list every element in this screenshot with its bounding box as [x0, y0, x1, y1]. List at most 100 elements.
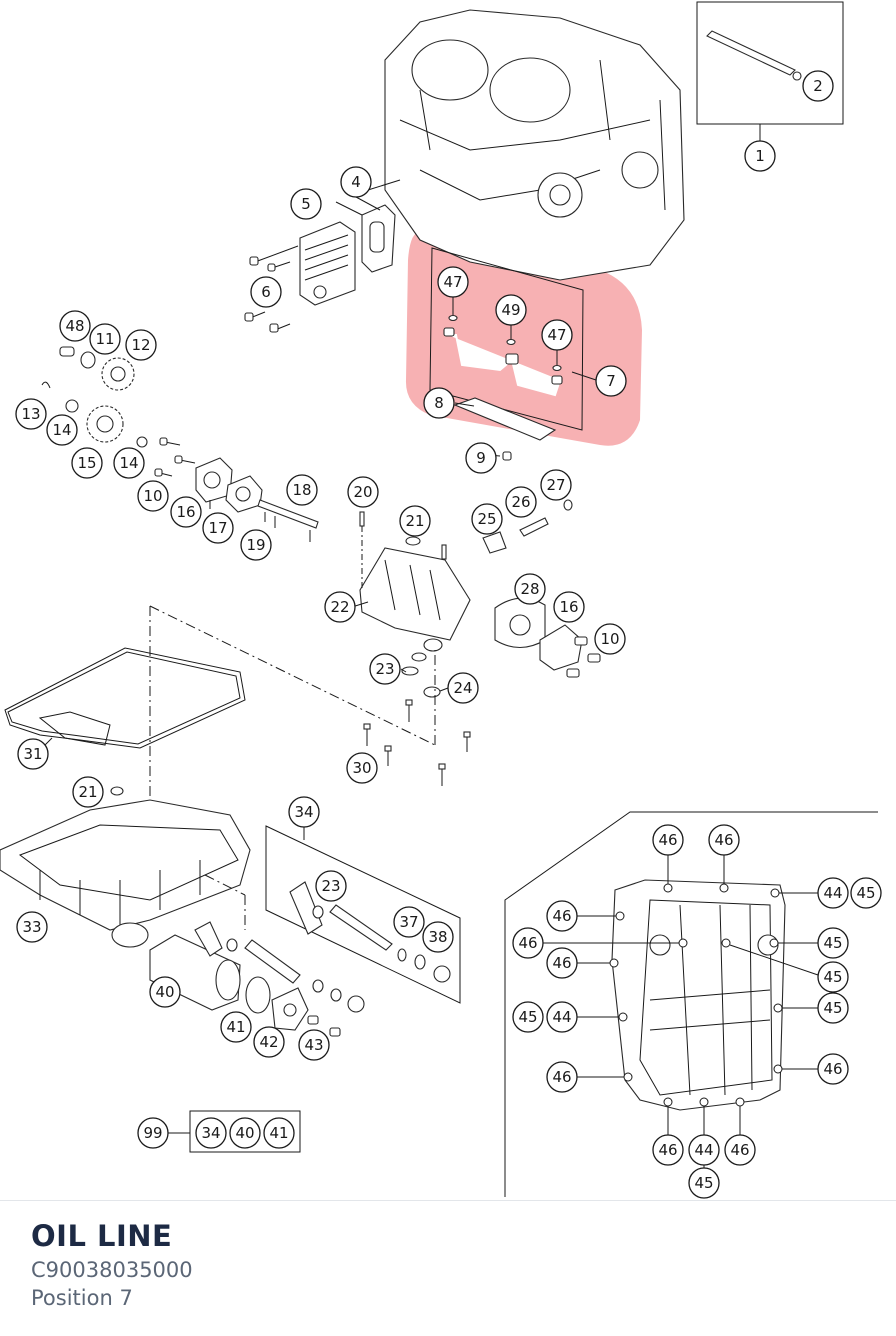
- kit-callout-34[interactable]: 34: [195, 1117, 227, 1149]
- callout-14-left-label: 14: [52, 421, 71, 439]
- detail-callout-46-d[interactable]: 46: [512, 927, 544, 959]
- callout-21-top-label: 21: [405, 512, 424, 530]
- callout-28-label: 28: [520, 580, 539, 598]
- callout-31-label: 31: [23, 745, 42, 763]
- detail-callout-46-e-label: 46: [552, 954, 571, 972]
- callout-2[interactable]: 2: [802, 70, 834, 102]
- callout-6[interactable]: 6: [250, 276, 282, 308]
- callout-21-top[interactable]: 21: [399, 505, 431, 537]
- callout-22[interactable]: 22: [324, 591, 356, 623]
- callout-14-right[interactable]: 14: [113, 447, 145, 479]
- detail-callout-44-b[interactable]: 44: [546, 1001, 578, 1033]
- oil-line-assembly[interactable]: [429, 247, 597, 431]
- detail-callout-45-d[interactable]: 45: [512, 1001, 544, 1033]
- callout-24[interactable]: 24: [447, 672, 479, 704]
- part-info-panel: OIL LINE C90038035000 Position 7: [0, 1200, 896, 1336]
- callout-33-label: 33: [22, 918, 41, 936]
- callout-21-bottom[interactable]: 21: [72, 776, 104, 808]
- callout-15[interactable]: 15: [71, 447, 103, 479]
- callout-5[interactable]: 5: [290, 188, 322, 220]
- callout-31[interactable]: 31: [17, 738, 49, 770]
- callout-23-bottom[interactable]: 23: [315, 870, 347, 902]
- callout-27[interactable]: 27: [540, 469, 572, 501]
- callout-9[interactable]: 9: [465, 442, 497, 474]
- callout-8-label: 8: [434, 394, 444, 412]
- callout-13[interactable]: 13: [15, 398, 47, 430]
- detail-callout-46-i-label: 46: [730, 1141, 749, 1159]
- detail-callout-46-e[interactable]: 46: [546, 947, 578, 979]
- detail-callout-45-d-label: 45: [518, 1008, 537, 1026]
- callout-10-left-label: 10: [143, 487, 162, 505]
- callout-17[interactable]: 17: [202, 512, 234, 544]
- callout-4[interactable]: 4: [340, 166, 372, 198]
- detail-callout-46-b[interactable]: 46: [708, 824, 740, 856]
- callout-99[interactable]: 99: [137, 1117, 169, 1149]
- detail-callout-45-b-label: 45: [823, 934, 842, 952]
- callout-16-right-label: 16: [559, 598, 578, 616]
- callout-40[interactable]: 40: [149, 976, 181, 1008]
- callout-16-left-label: 16: [176, 503, 195, 521]
- callout-37[interactable]: 37: [393, 906, 425, 938]
- callout-49-label: 49: [501, 301, 520, 319]
- callout-20[interactable]: 20: [347, 476, 379, 508]
- callout-16-right[interactable]: 16: [553, 591, 585, 623]
- detail-callout-46-f[interactable]: 46: [546, 1061, 578, 1093]
- detail-callout-45-b[interactable]: 45: [817, 927, 849, 959]
- callout-12[interactable]: 12: [125, 329, 157, 361]
- oil-pan: [0, 799, 251, 948]
- detail-callout-46-a[interactable]: 46: [652, 824, 684, 856]
- callout-99-label: 99: [143, 1124, 162, 1142]
- callout-34[interactable]: 34: [288, 796, 320, 828]
- callout-2-label: 2: [813, 77, 823, 95]
- callout-43[interactable]: 43: [298, 1029, 330, 1061]
- callout-41[interactable]: 41: [220, 1011, 252, 1043]
- callout-33[interactable]: 33: [16, 911, 48, 943]
- callout-23-top[interactable]: 23: [369, 653, 401, 685]
- callout-18[interactable]: 18: [286, 474, 318, 506]
- callout-14-left[interactable]: 14: [46, 414, 78, 446]
- detail-callout-46-c-label: 46: [552, 907, 571, 925]
- callout-47-right[interactable]: 47: [541, 319, 573, 351]
- kit-callout-41[interactable]: 41: [263, 1117, 295, 1149]
- detail-callout-44-c[interactable]: 44: [688, 1134, 720, 1166]
- detail-callout-46-g[interactable]: 46: [817, 1053, 849, 1085]
- detail-callout-45-f-label: 45: [694, 1174, 713, 1192]
- callout-28[interactable]: 28: [514, 573, 546, 605]
- detail-leader-lines: [543, 855, 819, 1168]
- callout-26[interactable]: 26: [505, 486, 537, 518]
- detail-callout-45-e[interactable]: 45: [817, 992, 849, 1024]
- callout-26-label: 26: [511, 493, 530, 511]
- callout-16-left[interactable]: 16: [170, 496, 202, 528]
- callout-38[interactable]: 38: [422, 921, 454, 953]
- callout-19[interactable]: 19: [240, 529, 272, 561]
- callout-10-left[interactable]: 10: [137, 480, 169, 512]
- kit-callout-40-label: 40: [235, 1124, 254, 1142]
- callout-7[interactable]: 7: [595, 365, 627, 397]
- callout-42[interactable]: 42: [253, 1026, 285, 1058]
- callout-47-left[interactable]: 47: [437, 266, 469, 298]
- callout-11[interactable]: 11: [89, 323, 121, 355]
- kit-callout-40[interactable]: 40: [229, 1117, 261, 1149]
- callout-23-bottom-label: 23: [321, 877, 340, 895]
- callout-48[interactable]: 48: [59, 310, 91, 342]
- detail-callout-44-a[interactable]: 44: [817, 877, 849, 909]
- detail-callout-46-h[interactable]: 46: [652, 1134, 684, 1166]
- callout-38-label: 38: [428, 928, 447, 946]
- detail-callout-45-a[interactable]: 45: [850, 877, 882, 909]
- detail-callout-45-c[interactable]: 45: [817, 961, 849, 993]
- detail-callout-46-i[interactable]: 46: [724, 1134, 756, 1166]
- detail-callout-45-f[interactable]: 45: [688, 1167, 720, 1199]
- callout-13-label: 13: [21, 405, 40, 423]
- detail-callout-45-c-label: 45: [823, 968, 842, 986]
- callout-18-label: 18: [292, 481, 311, 499]
- callout-30[interactable]: 30: [346, 752, 378, 784]
- callout-25[interactable]: 25: [471, 503, 503, 535]
- detail-callout-46-c[interactable]: 46: [546, 900, 578, 932]
- callout-1[interactable]: 1: [744, 140, 776, 172]
- callout-49[interactable]: 49: [495, 294, 527, 326]
- detail-callout-46-f-label: 46: [552, 1068, 571, 1086]
- callout-8[interactable]: 8: [423, 387, 455, 419]
- oil-pump-housing: [359, 511, 471, 652]
- callout-10-right[interactable]: 10: [594, 623, 626, 655]
- kit-callout-34-label: 34: [201, 1124, 220, 1142]
